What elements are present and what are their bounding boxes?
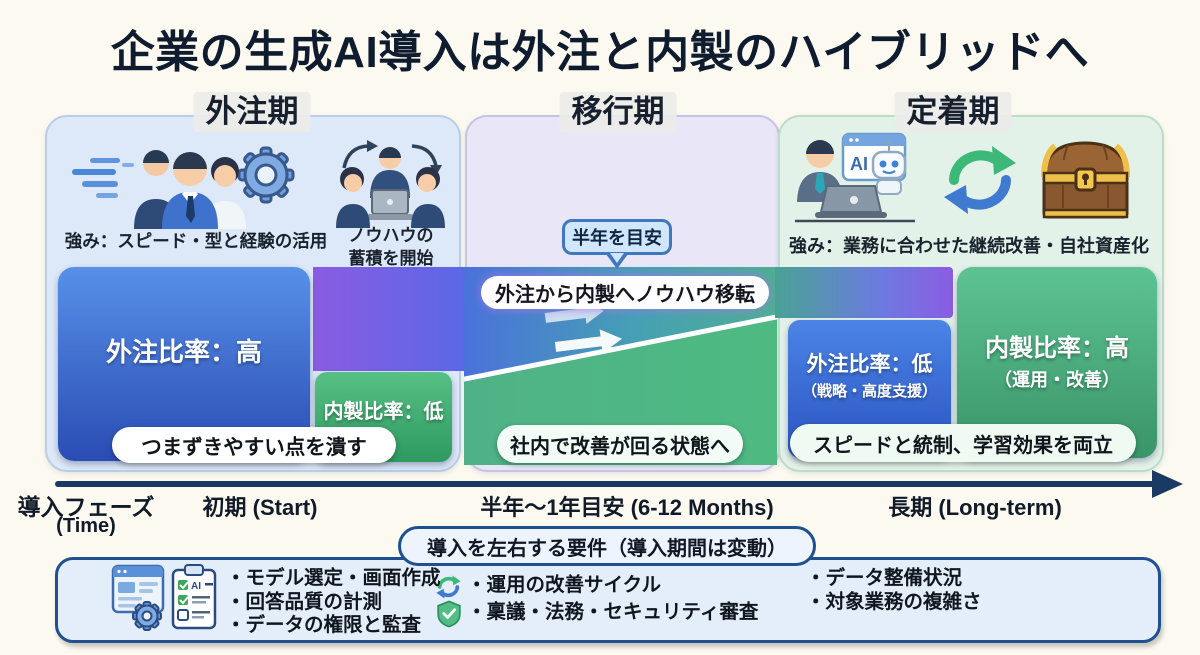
shield-check-icon [437, 600, 461, 628]
timeline-tick-start: 初期 (Start) [202, 495, 318, 520]
req-item: ・モデル選定・画面作成 [226, 567, 441, 589]
req-item: ・データ整備状況 [806, 567, 963, 589]
requirements-col1: ・モデル選定・画面作成 ・回答品質の計測 ・データの権限と監査 [226, 567, 441, 638]
outsource-phase-pill: つまずきやすい点を潰す [112, 427, 396, 463]
phase-header-outsource: 外注期 [193, 92, 311, 132]
svg-text:AI: AI [191, 581, 201, 592]
phase-header-transition: 移行期 [559, 92, 677, 132]
req-item-ops-cycle: ・運用の改善サイクル [467, 574, 662, 596]
outsource-strength-text: 強み：スピード・型と経験の活用 [64, 231, 328, 251]
ai-checklist-icon: AI [171, 564, 217, 630]
refresh-cycle-icon [436, 575, 461, 599]
timeline-tick-midterm: 半年〜1年目安 (6-12 Months) [480, 495, 774, 520]
inhouse-ratio-high-line2: （運用・改善） [994, 369, 1120, 390]
timeline-axis-sublabel: (Time) [56, 515, 116, 537]
timeline-axis-line [55, 481, 1158, 487]
page-title: 企業の生成AI導入は外注と内製のハイブリッドへ [110, 28, 1090, 77]
phase-header-establish: 定着期 [894, 92, 1012, 132]
requirements-box [55, 557, 1161, 643]
band-establish-segment [775, 267, 953, 318]
treasure-chest-icon [1041, 141, 1130, 219]
req-item-security-review: ・稟議・法務・セキュリティ審査 [467, 601, 759, 623]
outsource-ratio-low-line2: （戦略・高度支援） [801, 382, 937, 400]
req-item: ・対象業務の複雑さ [806, 590, 982, 613]
requirements-col3: ・データ整備状況 ・対象業務の複雑さ [806, 567, 982, 614]
knowhow-transfer-label: 外注から内製へノウハウ移転 [481, 276, 769, 309]
requirements-title: 導入を左右する要件（導入期間は変動） [398, 526, 816, 566]
outsource-ratio-low-line1: 外注比率：低 [806, 352, 933, 376]
band-outsource-segment [313, 267, 466, 371]
req-item: ・回答品質の計測 [226, 590, 383, 613]
user-ai-assistant-icon: AI [795, 132, 915, 223]
transition-phase-pill: 社内で改善が回る状態へ [497, 425, 743, 463]
inhouse-ratio-high-line1: 内製比率：高 [985, 334, 1129, 362]
knowhow-note-line2: 蓄積を開始 [348, 249, 434, 268]
browser-gear-icon [111, 564, 165, 631]
team-speed-gear-icon [72, 146, 295, 229]
people-laptop-arrows-icon [336, 140, 445, 228]
establish-strength-text: 強み：業務に合わせた継続改善・自社資産化 [789, 236, 1149, 256]
req-item: ・データの権限と監査 [226, 614, 422, 636]
timeline-axis-label: 導入フェーズ [17, 494, 155, 520]
knowhow-note-text: ノウハウの 蓄積を開始 [326, 224, 456, 270]
establish-phase-pill: スピードと統制、学習効果を両立 [790, 424, 1136, 462]
svg-text:AI: AI [850, 154, 868, 174]
timeline-arrowhead-icon [1152, 470, 1183, 498]
knowhow-note-line1: ノウハウの [348, 226, 434, 245]
half-year-callout-bubble: 半年を目安 [562, 219, 672, 269]
timeline-tick-longterm: 長期 (Long-term) [888, 495, 1062, 520]
refresh-cycle-icon [944, 146, 1016, 214]
